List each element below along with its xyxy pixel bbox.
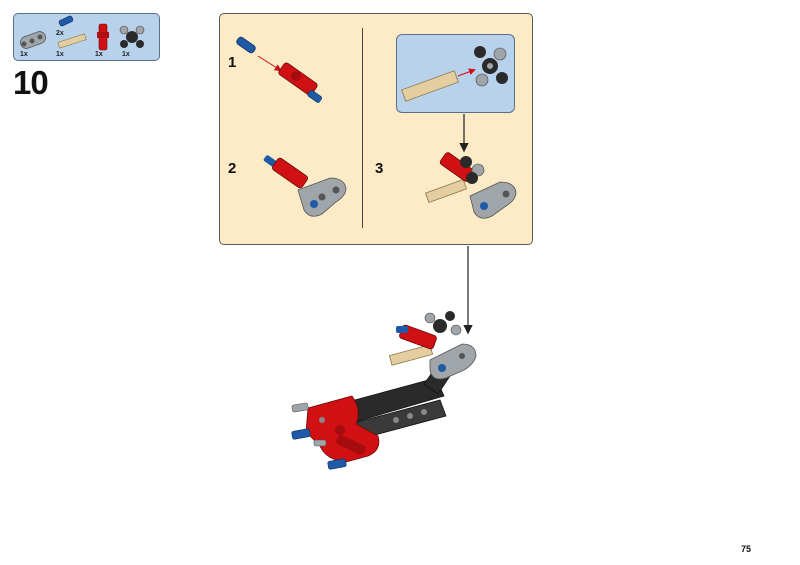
- step-number: 10: [13, 64, 49, 101]
- substep-number: 1: [228, 54, 237, 71]
- callout-illustration: [401, 46, 508, 102]
- qty-label: 2x: [56, 30, 64, 37]
- black-hub-icon: [119, 25, 145, 48]
- qty-label: 1x: [20, 51, 28, 58]
- panel-divider: [362, 28, 363, 228]
- parts-list-box: 1x 2x 1x 1x 1x: [13, 13, 160, 61]
- substep-2-illustration: [263, 155, 347, 217]
- main-model-illustration: [291, 311, 477, 470]
- parts-list-art: [20, 15, 145, 51]
- grey-liftarm-icon: [20, 31, 46, 49]
- red-connector-icon: [97, 23, 109, 51]
- qty-label: 1x: [122, 51, 130, 58]
- tan-axle-icon: [57, 33, 87, 49]
- page-number: 75: [741, 544, 752, 554]
- qty-label: 1x: [95, 51, 103, 58]
- substep-number: 2: [228, 160, 237, 177]
- blue-pin-icon: [58, 15, 74, 27]
- substep-1-illustration: [236, 36, 322, 103]
- substep-3-illustration: [424, 152, 517, 219]
- substep-number: 3: [375, 160, 384, 177]
- qty-label: 1x: [56, 51, 64, 58]
